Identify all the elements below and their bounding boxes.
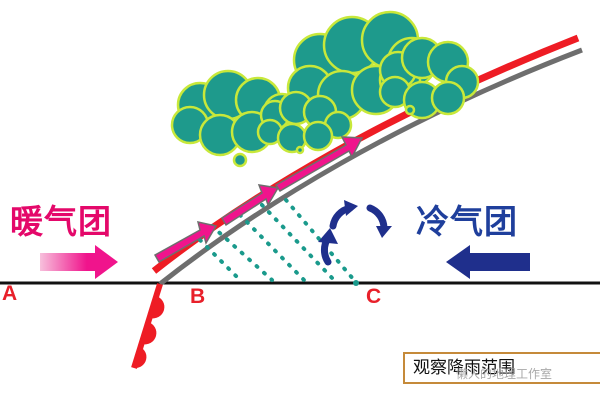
point-c-label: C — [366, 285, 382, 308]
watermark: 懒人的地理工作室 — [456, 367, 553, 381]
cloud-group — [170, 10, 480, 168]
cloud — [256, 90, 353, 155]
front-surface-shadow — [158, 47, 583, 286]
warm-air-rising-arrows — [153, 136, 364, 264]
cloud — [170, 69, 302, 168]
warm-air-mass-label: 暖气团 — [10, 202, 112, 241]
point-b-label: B — [190, 285, 206, 308]
circulation-arrow-head — [344, 200, 358, 216]
rising-arrow — [153, 221, 218, 264]
rising-arrow — [274, 136, 364, 193]
cloud — [378, 36, 480, 120]
cold-air-mass-label: 冷气团 — [416, 202, 518, 241]
circulation-arrow — [366, 204, 388, 232]
caption-text: 观察降雨范围 — [413, 358, 515, 378]
warm-front-semicircle — [135, 347, 147, 369]
cold-air-arrow — [446, 245, 530, 279]
point-a-label: A — [2, 282, 18, 305]
rising-arrow — [220, 184, 280, 227]
warm-front-semicircle — [150, 296, 165, 319]
warm-air-arrow — [40, 245, 118, 279]
point-c-marker — [353, 280, 359, 286]
caption-box: 观察降雨范围 — [403, 352, 600, 384]
circulation-arrow-head — [376, 226, 392, 238]
warm-front-semicircle — [142, 322, 157, 345]
circulation-arrow-head — [318, 228, 338, 244]
